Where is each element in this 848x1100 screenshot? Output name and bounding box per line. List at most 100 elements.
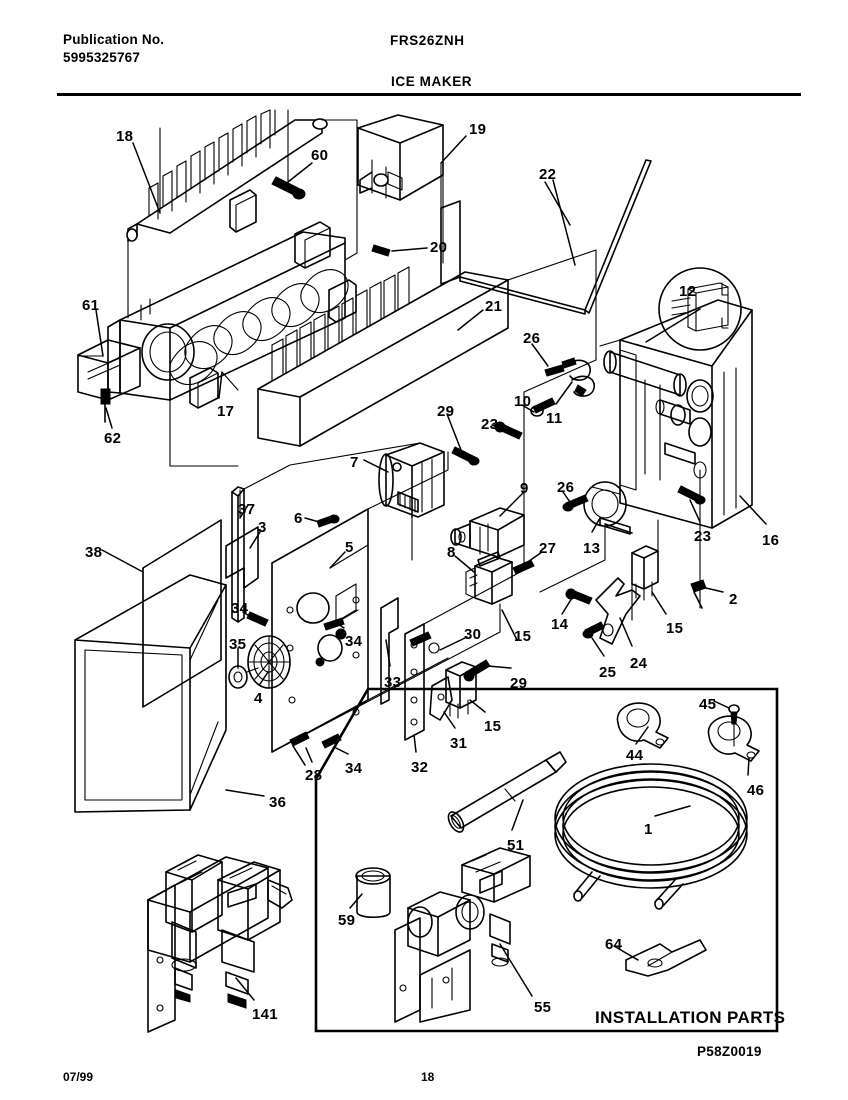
part-11-clip [561, 357, 595, 397]
part-46-clamp [707, 715, 760, 762]
part-22-bail-arm [440, 159, 652, 315]
part-19-fill-cup [357, 114, 444, 201]
installation-parts-title: INSTALLATION PARTS [595, 1008, 786, 1027]
callout-number-38: 38 [85, 544, 103, 561]
callout-number-30: 30 [464, 626, 482, 643]
callout-number-24: 24 [630, 655, 648, 672]
part-33-bracket [380, 597, 399, 705]
part-32-bracket [404, 623, 425, 741]
part-44-clamp [616, 702, 669, 749]
part-6-screw [316, 514, 340, 528]
callout-number-31: 31 [450, 735, 468, 752]
callout-number-26a: 26 [523, 330, 541, 347]
callout-number-33: 33 [384, 674, 402, 691]
callout-number-14: 14 [551, 616, 569, 633]
part-2-grommet [690, 579, 707, 609]
callout-number-11: 11 [546, 410, 563, 427]
callout-number-51: 51 [507, 837, 525, 854]
callout-number-34c: 34 [345, 760, 363, 777]
drawing-code: P58Z0019 [697, 1044, 762, 1059]
callout-number-25: 25 [599, 664, 617, 681]
part-3-plate [225, 526, 259, 589]
callout-number-36: 36 [269, 794, 287, 811]
callout-number-18: 18 [116, 128, 134, 145]
callout-number-19: 19 [469, 121, 487, 138]
callout-number-28: 28 [305, 767, 323, 784]
callout-number-10: 10 [514, 393, 532, 410]
callout-number-7: 7 [350, 454, 359, 471]
part-16-icemaker-head [603, 299, 753, 529]
part-31-bracket [429, 676, 453, 721]
callout-number-21: 21 [485, 298, 503, 315]
part-51-tube [447, 751, 567, 833]
callout-number-62: 62 [104, 430, 122, 447]
part-64-strap [625, 939, 707, 977]
part-21-ice-stripper-lower [257, 266, 509, 447]
part-12-detail-circle [658, 267, 742, 351]
part-45-screw [728, 704, 740, 747]
callout-number-46: 46 [747, 782, 765, 799]
callout-number-27: 27 [539, 540, 557, 557]
part-61-bracket [77, 339, 141, 401]
part-36-ice-bin [74, 574, 227, 813]
publication-label: Publication No. [63, 32, 165, 47]
part-60-screw [271, 176, 306, 200]
callout-number-23b: 23 [694, 528, 712, 545]
callout-number-12: 12 [679, 283, 697, 300]
callout-number-60: 60 [311, 147, 329, 164]
callout-number-15b: 15 [666, 620, 684, 637]
part-59-sleeve [355, 867, 391, 919]
footer-page-number: 18 [421, 1070, 435, 1084]
callout-number-6: 6 [294, 510, 303, 527]
callout-number-5: 5 [345, 539, 354, 556]
part-7-motor [378, 442, 445, 518]
part-9-solenoid [450, 507, 525, 558]
footer-date: 07/99 [63, 1070, 94, 1084]
part-18-ice-stripper [126, 109, 328, 242]
callout-number-37: 37 [238, 501, 256, 518]
callout-number-8: 8 [447, 544, 456, 561]
callout-number-59: 59 [338, 912, 356, 929]
callout-number-32: 32 [411, 759, 429, 776]
part-13-blower [583, 481, 633, 535]
part-34-screws [246, 611, 345, 749]
callout-number-1: 1 [644, 821, 653, 838]
part-141-dual-valve [147, 854, 293, 1033]
part-30-screw [409, 631, 440, 654]
part-24-lever [595, 577, 641, 645]
callout-number-34a: 34 [231, 600, 249, 617]
callout-number-61: 61 [82, 297, 100, 314]
callout-number-35: 35 [229, 636, 247, 653]
part-1-water-tubing [554, 763, 748, 910]
part-17-ice-mold [107, 189, 357, 409]
part-55-water-valve [394, 847, 531, 1023]
model-number: FRS26ZNH [390, 33, 465, 48]
part-25-screw [582, 621, 605, 639]
callout-number-17: 17 [217, 403, 235, 420]
callout-number-55: 55 [534, 999, 552, 1016]
callout-number-141: 141 [252, 1006, 278, 1023]
part-35-bushing [228, 665, 259, 689]
callout-number-23a: 23 [481, 416, 499, 433]
callout-number-3: 3 [258, 519, 267, 536]
publication-number: 5995325767 [63, 50, 141, 65]
callout-number-45: 45 [699, 696, 717, 713]
callout-number-20: 20 [430, 239, 448, 256]
callout-number-15c: 15 [484, 718, 502, 735]
callout-number-44: 44 [626, 747, 644, 764]
part-20-screw [371, 244, 391, 257]
callout-number-4: 4 [254, 690, 263, 707]
part-4-gear [247, 635, 291, 689]
callout-number-16: 16 [762, 532, 780, 549]
part-15-switch-b [631, 545, 659, 601]
part-37-panel [231, 486, 245, 623]
part-8-switch [465, 551, 513, 605]
part-26-screw-upper [544, 364, 565, 377]
callout-number-34b: 34 [345, 633, 363, 650]
callout-number-26b: 26 [557, 479, 575, 496]
part-29-screws [451, 446, 491, 682]
page-title: ICE MAKER [391, 74, 473, 89]
callout-number-15a: 15 [514, 628, 532, 645]
